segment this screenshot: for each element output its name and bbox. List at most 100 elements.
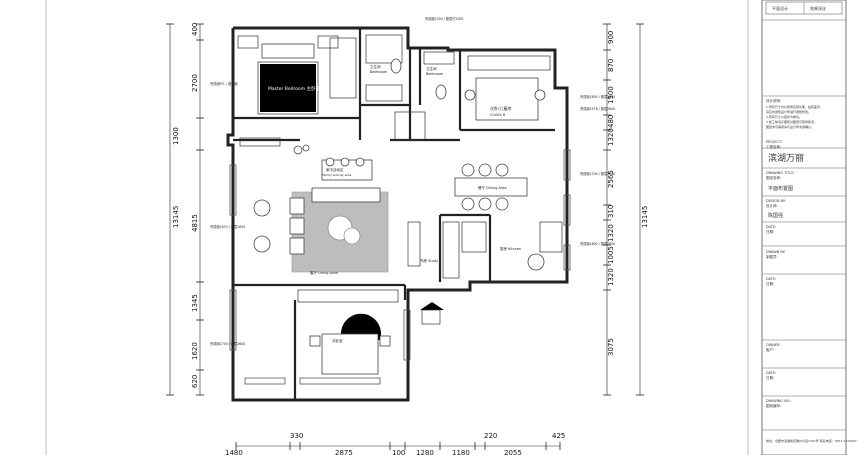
activity-area-label-en: Family activity area — [322, 173, 351, 177]
dining-chair-5 — [478, 197, 492, 211]
floor-plan: Master Bedroom 主卧室 卫生间 Bathroom 卫生间 Bath… — [210, 16, 615, 402]
dim-right: 900 — [607, 31, 615, 44]
hall-cabinet — [239, 137, 281, 147]
floor-label: 完成面2700 / 基层2600 — [210, 341, 245, 346]
dim-right: 1500 — [607, 86, 615, 104]
dim-bottom: 425 — [552, 432, 565, 440]
date-label: DATE: — [766, 371, 776, 375]
dim-bottom: 1480 — [225, 449, 243, 455]
dim-right-total: 13145 — [641, 206, 649, 228]
activity-area-label: 家中活动区 — [326, 167, 344, 172]
activity-area: 家中活动区 Family activity area — [321, 157, 373, 181]
toilet-2 — [435, 84, 447, 100]
kids-room-label: 次卧/儿童房 — [490, 105, 511, 111]
address: 地址：合肥市滨湖新区徽州大道1367号 联系电话：0551-1234567 — [766, 438, 857, 443]
outer-wall — [226, 26, 569, 402]
dim-right: 310 — [607, 205, 615, 218]
shower-2 — [423, 51, 455, 65]
nightstand-right — [317, 35, 339, 49]
nightstand-left — [237, 35, 259, 49]
master-bed-cover — [260, 64, 316, 112]
bathroom-2: 卫生间 Bathroom — [423, 51, 455, 100]
dim-left: 1300 — [172, 127, 180, 145]
drawing-no-label: DRAWING NO.: — [766, 399, 792, 403]
master-bedroom: Master Bedroom 主卧室 — [237, 35, 357, 115]
drawing-title: 平面布置图 — [768, 185, 793, 192]
activity-chair-3 — [355, 157, 365, 167]
sofa — [311, 187, 381, 203]
activity-chair-1 — [325, 157, 335, 167]
date-label: DATE: — [766, 225, 776, 229]
shower-1 — [365, 34, 403, 64]
floor-label: 完成面2578 / 基层2600 — [580, 106, 615, 111]
floor-label: 完成面2300 / 基层厅2300 — [425, 16, 463, 21]
dim-bottom: 2055 — [504, 449, 522, 455]
dim-right: 1005 — [607, 246, 615, 264]
note-line: 请及时通知设计师进行调整修改。 — [766, 109, 811, 114]
kitchen: 书房 Study 厨房 Kitchen — [420, 221, 563, 279]
dim-right: 480 — [607, 115, 615, 128]
floor-label: 完成面2700 / 基层2600 — [580, 171, 615, 176]
living-area: 客厅 Living Area — [253, 187, 421, 275]
kids-chair — [464, 89, 476, 101]
dim-right: 870 — [607, 59, 615, 72]
dim-right: 2565 — [607, 170, 615, 188]
owner-label: OWNER: — [766, 343, 781, 347]
kids-wardrobe — [467, 55, 551, 71]
project-label: PROJECT: — [766, 140, 782, 144]
designer-name: 陈国强 — [768, 212, 783, 219]
dimensions-left: 400 2700 1300 13145 4815 1345 1620 620 — [166, 23, 204, 396]
floor-label: 完成面2800 / 基层2600 — [580, 241, 615, 246]
date-label-cn: 日期: — [766, 375, 774, 380]
second-bedroom-label: 次卧室 — [332, 338, 343, 343]
second-bedroom: 次卧室 — [297, 289, 399, 375]
dining-chair-2 — [478, 163, 492, 177]
dim-left: 4815 — [191, 214, 199, 232]
wardrobe-master — [329, 37, 357, 99]
windows — [229, 149, 571, 385]
round-desk — [340, 313, 381, 340]
dim-right: 1320 — [607, 224, 615, 242]
notes-title: 设计说明: — [766, 98, 781, 103]
kitchen-island — [461, 221, 487, 253]
study-label: 书房 Study — [420, 258, 438, 263]
dining-chair-3 — [495, 163, 509, 177]
lounge-chair-1 — [253, 199, 271, 217]
dim-bottom: 220 — [484, 432, 497, 440]
dim-right: 3075 — [607, 338, 615, 356]
note-line: 图纸未尽事项请与设计师沟通确认。 — [766, 124, 814, 129]
owner-label-cn: 客户: — [766, 347, 774, 352]
bathroom-1: 卫生间 Bathroom — [365, 34, 403, 102]
project-label-cn: 工程名称: — [766, 144, 781, 149]
dining-area: 餐厅 Dining Area — [454, 163, 528, 211]
master-bedroom-label: Master Bedroom 主卧室 — [268, 85, 321, 92]
toilet-1 — [390, 58, 402, 74]
designed-by-label-cn: 设计师: — [766, 203, 778, 208]
note-line: 1.所有尺寸均以现场实测为准，如有差异， — [766, 104, 823, 109]
designed-by-label: DESIGN BY: — [766, 199, 786, 203]
dim-left: 1345 — [191, 294, 199, 312]
kitchen-label: 厨房 Kitchen — [500, 246, 521, 251]
lounge-chair-2 — [253, 235, 271, 253]
dimensions-bottom: 1480 330 2875 100 1280 1180 220 2055 425 — [225, 432, 565, 455]
plant — [293, 145, 303, 155]
dimensions-right: 900 870 1500 480 1320 2565 310 1320 1005… — [603, 23, 649, 396]
drawn-by-label-cn: 制图员: — [766, 254, 778, 259]
second-nightstand-1 — [309, 335, 321, 347]
coffee-table-2 — [343, 227, 361, 245]
armchair-1 — [289, 197, 305, 215]
dim-left-total: 13145 — [172, 206, 180, 228]
note-line: 2.所有尺寸以毫米为单位。 — [766, 114, 802, 119]
drawing-title-label: DRAWING TITLE: — [766, 171, 795, 175]
dim-right: 1320 — [607, 128, 615, 146]
bathroom1-label: 卫生间 — [370, 64, 381, 69]
dim-left: 1620 — [191, 342, 199, 360]
title-block: 平面设计 效果深化 设计说明: 1.所有尺寸均以现场实测为准，如有差异， 请及时… — [761, 0, 857, 455]
dining-chair-4 — [461, 197, 475, 211]
vanity-1 — [365, 84, 403, 102]
floor-label: 完成面2670 / 基层2650 — [210, 224, 245, 229]
dining-chair-1 — [461, 163, 475, 177]
kitchen-counter-2 — [539, 221, 563, 253]
plant-2 — [302, 144, 310, 152]
header-label: 平面设计 — [772, 5, 788, 11]
